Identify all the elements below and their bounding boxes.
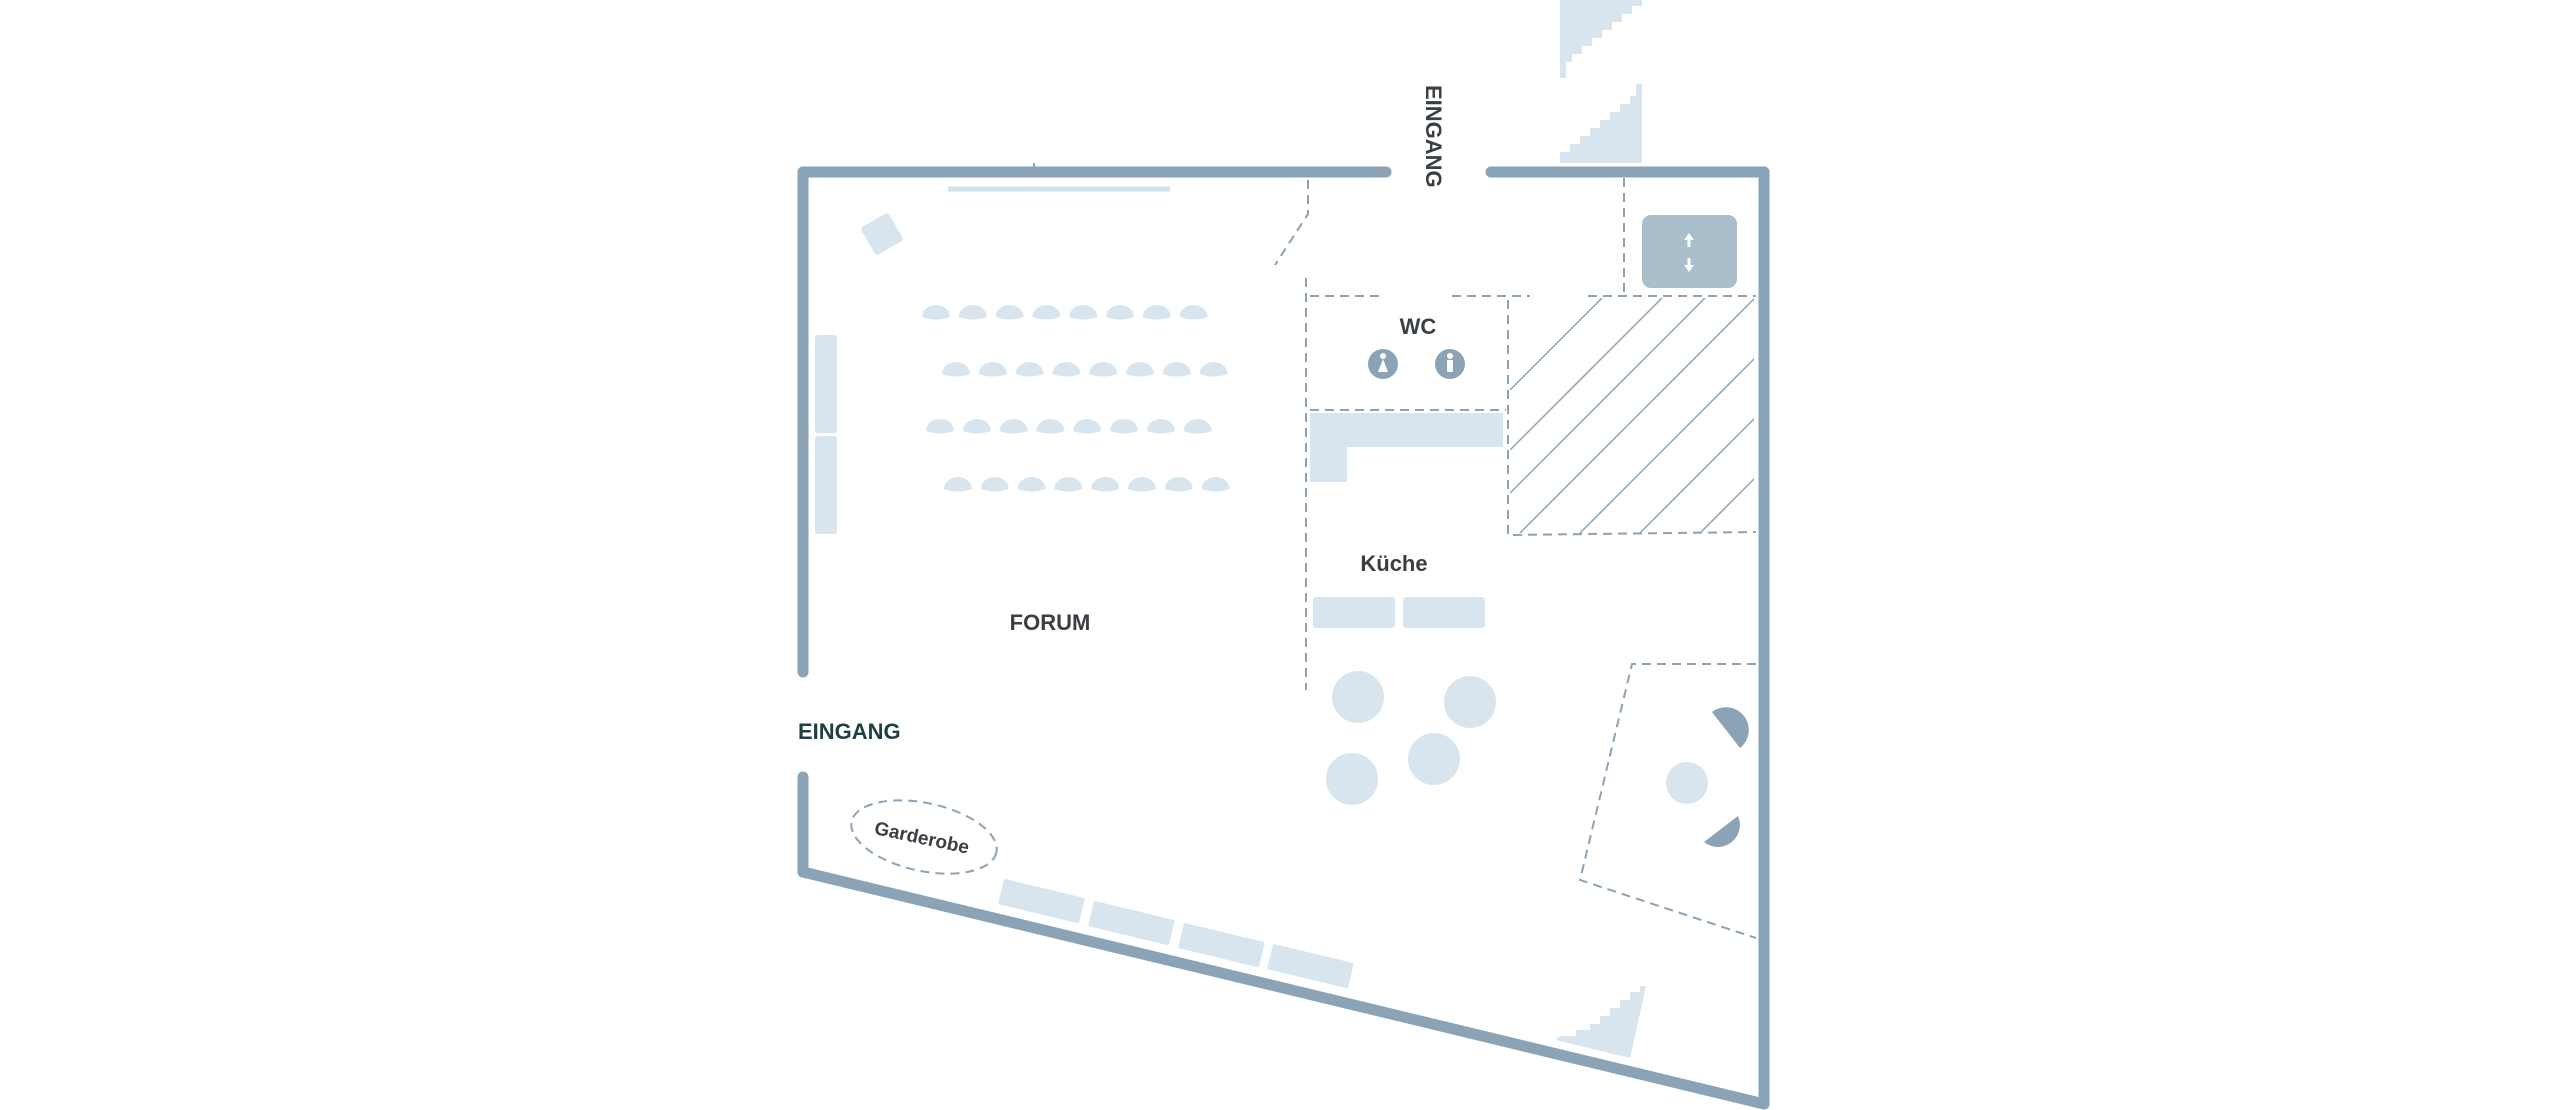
seat <box>1110 419 1138 434</box>
bottom-benches <box>998 879 1354 989</box>
stairs-icon <box>1556 986 1646 1058</box>
bench <box>1267 944 1354 989</box>
seat <box>1036 419 1065 434</box>
seat <box>1069 305 1098 320</box>
seat <box>1089 362 1118 377</box>
round-tables <box>1326 671 1496 805</box>
lounge-table <box>1666 762 1708 804</box>
seat <box>978 362 1007 377</box>
seat <box>962 419 991 434</box>
seat <box>1126 362 1154 377</box>
seat <box>958 305 987 320</box>
bench <box>1088 901 1175 946</box>
lounge-chair <box>1704 816 1740 847</box>
bench <box>815 436 837 534</box>
left-benches <box>815 335 837 534</box>
kitchen-counter <box>1310 413 1503 482</box>
forum-label: FORUM <box>1010 610 1091 635</box>
seat <box>995 305 1024 320</box>
round-table <box>1332 671 1384 723</box>
seat <box>1201 477 1230 492</box>
seat <box>1017 477 1046 492</box>
stairs-icon <box>1560 0 1642 163</box>
kitchen-table <box>1313 597 1395 628</box>
seating-area <box>922 305 1230 492</box>
bench <box>1178 923 1265 968</box>
round-table <box>1408 733 1460 785</box>
seat <box>922 305 950 320</box>
seat <box>1183 419 1212 434</box>
elevator <box>1642 215 1737 288</box>
wc-icons <box>1368 349 1465 379</box>
seat <box>1073 419 1102 434</box>
seat <box>1162 362 1191 377</box>
seat <box>942 362 970 377</box>
lounge <box>1666 707 1749 847</box>
seat <box>1199 362 1228 377</box>
outer-walls <box>797 166 1770 1110</box>
side-table <box>861 213 903 255</box>
entrance-left-label: EINGANG <box>798 719 901 744</box>
seat <box>1179 305 1208 320</box>
kitchen-table <box>1403 597 1485 628</box>
cloakroom-label: Garderobe <box>873 818 971 859</box>
wc-label: WC <box>1400 314 1437 339</box>
lounge-chair <box>1712 707 1749 748</box>
round-table <box>1326 753 1378 805</box>
seat <box>1128 477 1156 492</box>
seat <box>1146 419 1175 434</box>
room-dividers <box>1274 178 1757 939</box>
kitchen-label: Küche <box>1360 551 1427 576</box>
seat <box>999 419 1028 434</box>
seat <box>1052 362 1081 377</box>
entrance-top-label: EINGANG <box>1421 85 1446 188</box>
seat <box>944 477 972 492</box>
seat <box>926 419 954 434</box>
seat <box>1164 477 1193 492</box>
seat <box>1032 305 1061 320</box>
seat <box>1142 305 1171 320</box>
seat <box>980 477 1009 492</box>
seat <box>1091 477 1120 492</box>
seat <box>1106 305 1134 320</box>
window-marks <box>948 163 1170 192</box>
cloakroom-outline <box>850 799 998 875</box>
elevator-up-down-icon <box>1642 215 1737 288</box>
seat <box>1015 362 1044 377</box>
round-table <box>1444 676 1496 728</box>
bench <box>815 335 837 433</box>
hatched-area <box>1510 298 1754 533</box>
bench <box>998 879 1085 924</box>
seat <box>1054 477 1083 492</box>
